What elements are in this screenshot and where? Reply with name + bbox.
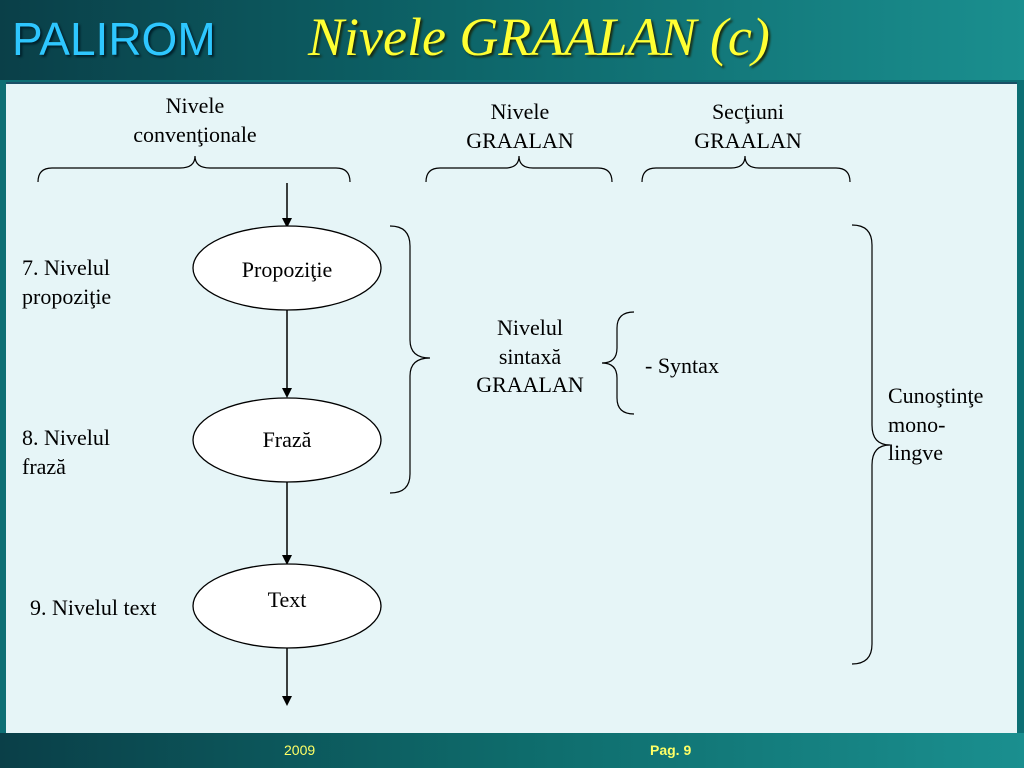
- footer-year: 2009: [284, 742, 316, 758]
- brace-section: [601, 311, 635, 415]
- slide-title: Nivele GRAALAN (c): [308, 7, 770, 67]
- header-line: Nivele: [165, 93, 225, 118]
- brace-graalan-levels: [425, 155, 613, 183]
- knowledge-line: Cunoştinţe: [888, 383, 984, 408]
- header-line: GRAALAN: [694, 127, 802, 153]
- graalan-level-line: GRAALAN: [476, 372, 584, 398]
- header-line: convenţionale: [133, 121, 257, 147]
- node-text: [192, 563, 382, 649]
- level-label-line: propoziţie: [22, 283, 112, 309]
- header-conventional-levels: Nivele convenţionale: [100, 92, 290, 149]
- footer-page-number: Pag. 9: [650, 742, 692, 758]
- header-line: Secţiuni: [711, 99, 785, 124]
- node-propozitie: [192, 225, 382, 311]
- brace-graalan-sections: [641, 155, 851, 183]
- brace-syntax-group: [389, 225, 431, 494]
- knowledge-line: lingve: [888, 440, 943, 466]
- brand-logo: PALIROM: [12, 13, 216, 65]
- graalan-level-line: sintaxă: [498, 343, 562, 369]
- content-panel: [6, 82, 1017, 734]
- level-label-text: 9. Nivelul text: [30, 594, 156, 623]
- brace-knowledge: [851, 224, 891, 665]
- level-label-line: 8. Nivelul: [22, 425, 110, 450]
- node-fraza: [192, 397, 382, 483]
- knowledge-label: Cunoştinţe mono- lingve: [888, 382, 983, 468]
- node-text-label: Text: [267, 587, 307, 612]
- node-fraza-label: Frază: [262, 427, 312, 452]
- header-graalan-sections: Secţiuni GRAALAN: [668, 98, 828, 155]
- level-label-fraza: 8. Nivelul frază: [22, 424, 110, 481]
- level-label-line: 9. Nivelul text: [30, 595, 157, 620]
- level-label-line: 7. Nivelul: [22, 255, 110, 280]
- knowledge-line: mono-: [888, 411, 946, 437]
- node-propozitie-label: Propoziţie: [241, 257, 333, 282]
- level-label-line: frază: [22, 453, 66, 479]
- section-syntax: - Syntax: [645, 353, 719, 378]
- header-line: Nivele: [490, 99, 550, 124]
- level-label-propozitie: 7. Nivelul propoziţie: [22, 254, 111, 311]
- slide-footer: 2009 Pag. 9: [0, 733, 1024, 768]
- graalan-level-line: Nivelul: [497, 315, 563, 340]
- brace-conventional: [37, 155, 351, 183]
- graalan-syntax-level: Nivelul sintaxă GRAALAN: [450, 314, 610, 400]
- header-graalan-levels: Nivele GRAALAN: [440, 98, 600, 155]
- slide-header: PALIROM Nivele GRAALAN (c): [0, 0, 1024, 80]
- header-line: GRAALAN: [466, 127, 574, 153]
